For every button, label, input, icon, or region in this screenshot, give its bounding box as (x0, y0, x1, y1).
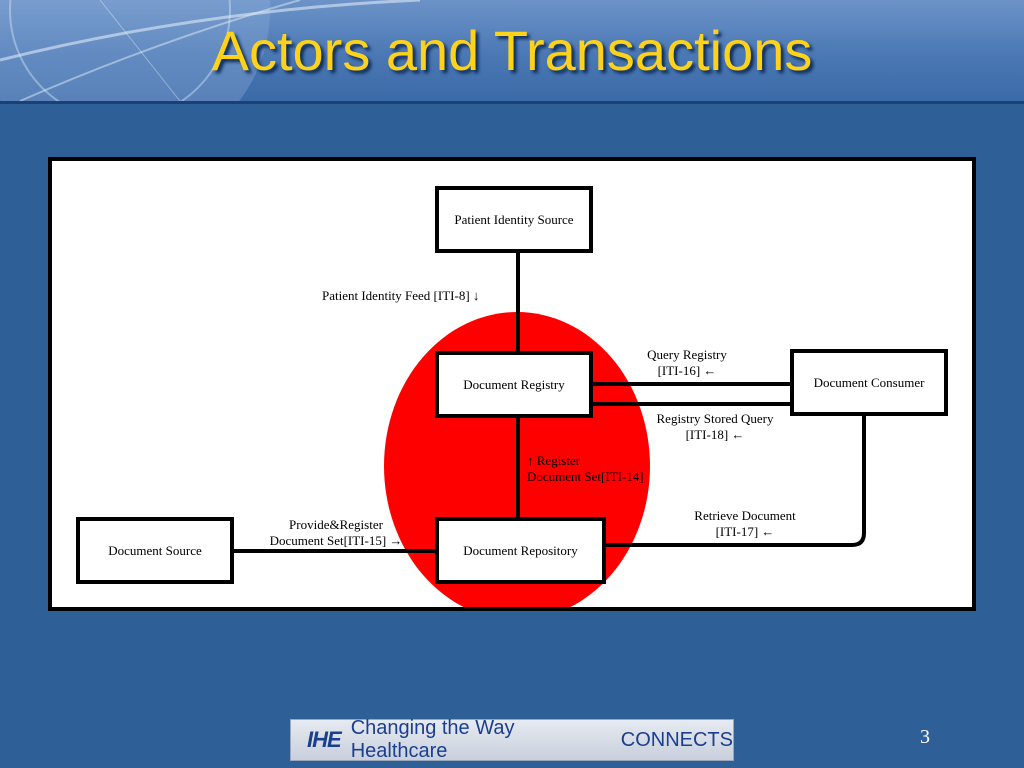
actor-patient-identity-source: Patient Identity Source (435, 186, 593, 253)
actor-label: Document Consumer (813, 374, 925, 390)
globe-graphic (0, 0, 421, 101)
actor-document-registry: Document Registry (435, 351, 593, 418)
label-provide-register: Provide&Register Document Set[ITI-15] → (256, 517, 416, 549)
label-line: [ITI-18] ← (685, 427, 745, 442)
connector-retrieve (604, 415, 866, 547)
actor-label: Document Repository (463, 542, 578, 558)
label-line: Query Registry (647, 347, 727, 362)
actor-document-repository: Document Repository (435, 517, 606, 584)
label-line: Retrieve Document (694, 508, 796, 523)
actor-label: Document Registry (463, 376, 565, 392)
actor-document-source: Document Source (76, 517, 234, 584)
label-registry-stored-query: Registry Stored Query [ITI-18] ← (640, 411, 790, 443)
actor-label: Patient Identity Source (454, 211, 574, 227)
actor-document-consumer: Document Consumer (790, 349, 948, 416)
label-line: Registry Stored Query (656, 411, 774, 426)
page-number: 3 (920, 726, 930, 748)
slide-title: Actors and Transactions (211, 19, 813, 82)
label-patient-identity-feed: Patient Identity Feed [ITI-8] ↓ (322, 288, 480, 303)
diagram-canvas: Patient Identity Source Document Registr… (48, 157, 976, 611)
footer-tagline: Changing the Way Healthcare (350, 717, 515, 762)
label-line: [ITI-17] ← (715, 524, 775, 539)
label-line: Document Set[ITI-14] (527, 469, 644, 484)
label-retrieve-document: Retrieve Document [ITI-17] ← (680, 508, 810, 540)
label-register-document-set: ↑ Register Document Set[ITI-14] (527, 453, 644, 485)
label-line: ↑ Register (527, 453, 581, 468)
footer-connects: CONNECTS (620, 728, 733, 751)
slide-header: Actors and Transactions (0, 0, 1024, 104)
ihe-footer-logo: IHE Changing the Way Healthcare CONNECTS (290, 717, 734, 762)
actor-label: Document Source (108, 542, 202, 558)
label-line: Provide&Register (289, 517, 383, 532)
label-query-registry: Query Registry [ITI-16] ← (632, 347, 742, 379)
label-line: Document Set[ITI-15] → (269, 533, 403, 548)
ihe-logo-mark: IHE (307, 727, 342, 752)
label-line: [ITI-16] ← (657, 363, 717, 378)
